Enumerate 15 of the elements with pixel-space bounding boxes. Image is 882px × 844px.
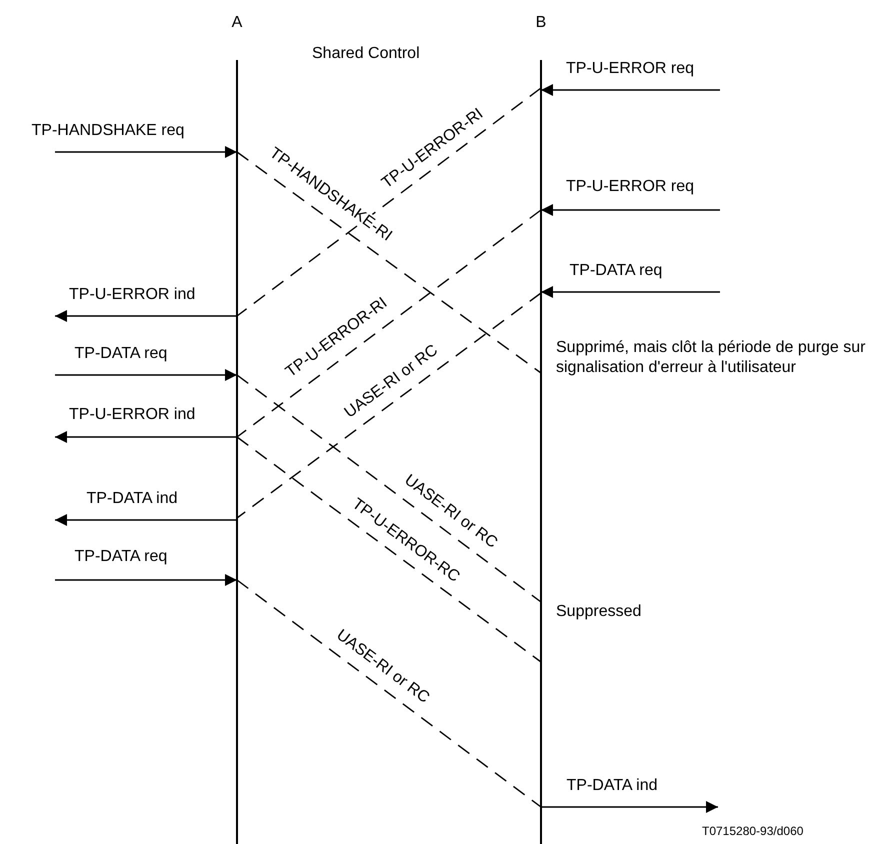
edge-label: TP-DATA ind [86,490,178,508]
note: Suppressed [556,603,642,621]
note: Supprimé, mais clôt la période de purge sur signalisation d'erreur à l'utilisateur [556,338,866,378]
edge-label: TP-U-ERROR req [566,60,694,78]
edge-label: TP-DATA req [74,345,168,363]
edge-label: TP-DATA req [570,262,662,280]
edge-label: TP-U-ERROR ind [69,286,196,304]
figure-id: T0715280-93/d060 [702,824,804,838]
edge-label: TP-DATA ind [566,777,658,795]
edge-label: TP-DATA req [74,548,168,566]
lifeline: A [229,14,245,844]
heading: Shared Control [312,45,420,63]
edge-label: TP-U-ERROR req [566,178,694,196]
edge-label: TP-U-ERROR ind [69,406,196,424]
edge-label: TP-HANDSHAKE req [32,122,184,140]
